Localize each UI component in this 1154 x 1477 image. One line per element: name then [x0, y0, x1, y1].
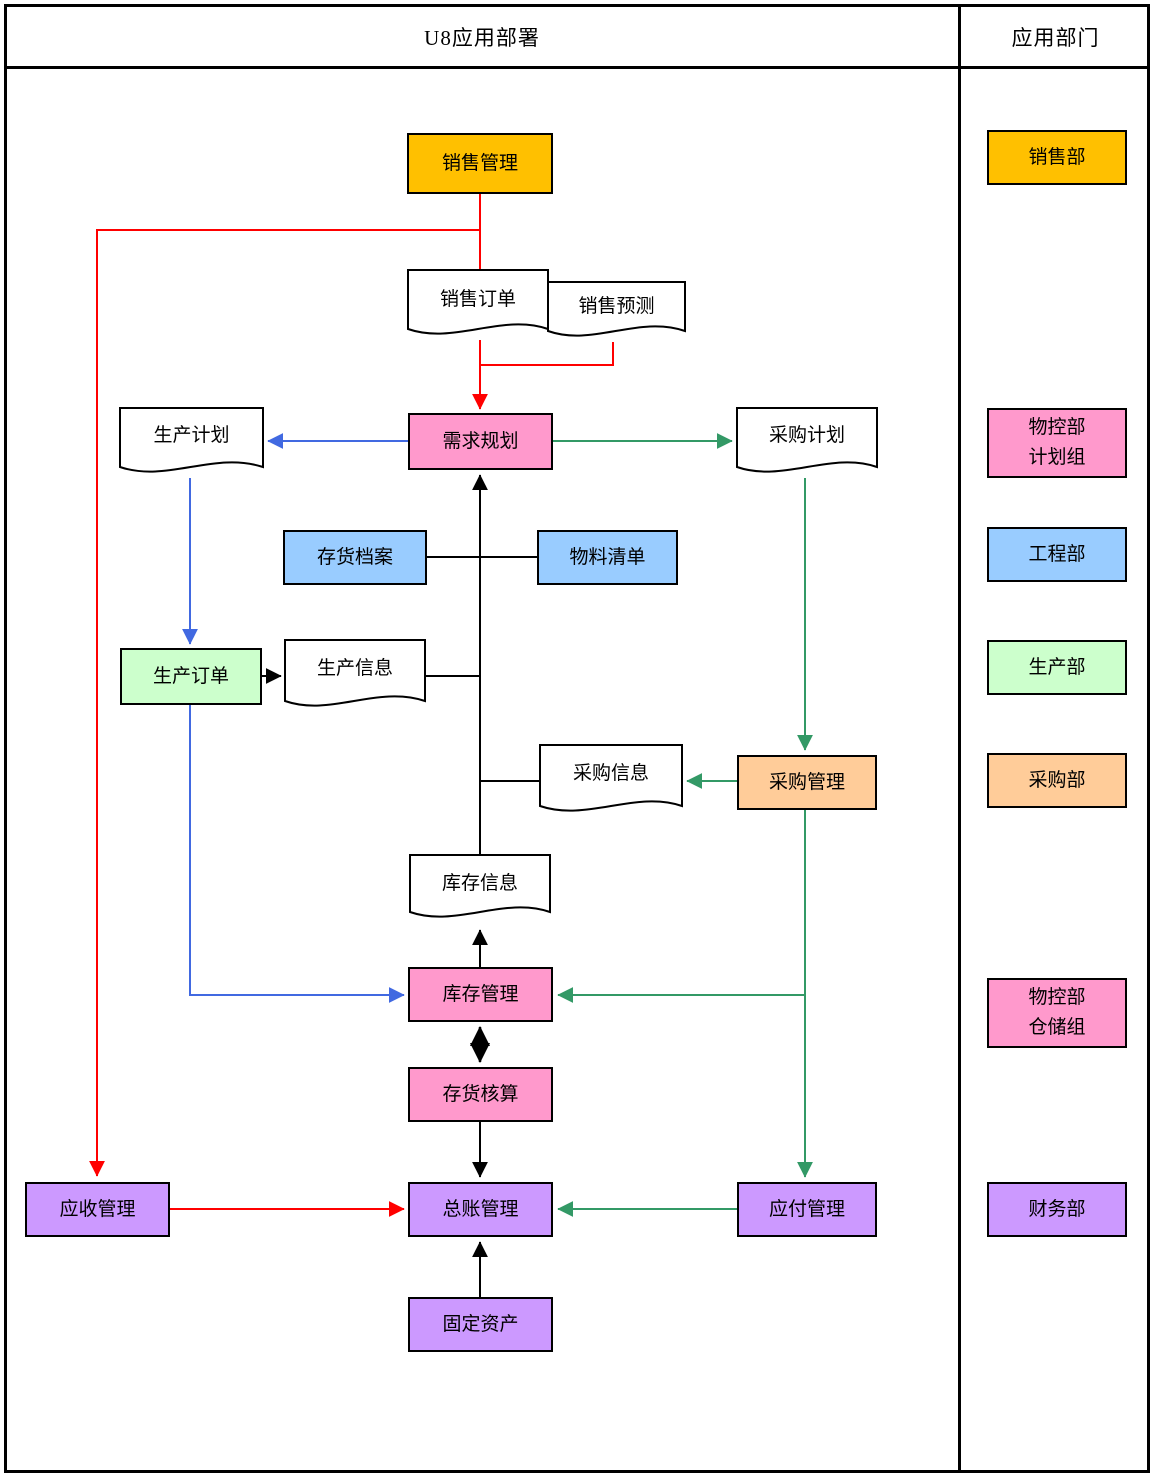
dept-production: 生产部 — [987, 640, 1127, 695]
node-payables-management: 应付管理 — [737, 1182, 877, 1237]
dept-material-control-warehouse: 物控部 仓储组 — [987, 978, 1127, 1048]
doc-purch-plan-shape — [736, 407, 878, 473]
node-production-order: 生产订单 — [120, 648, 262, 705]
header-divider — [4, 66, 1150, 69]
main-title: U8应用部署 — [424, 26, 540, 50]
dept-material-control-planning-label: 物控部 计划组 — [1028, 417, 1086, 468]
doc-sales-order-label: 销售订单 — [439, 289, 516, 310]
node-demand-planning-label: 需求规划 — [442, 430, 519, 452]
doc-sales-forecast-shape — [547, 281, 686, 337]
node-production-order-label: 生产订单 — [152, 665, 229, 687]
dept-sales: 销售部 — [987, 130, 1127, 185]
node-inventory-accounting: 存货核算 — [408, 1067, 553, 1122]
dept-finance-label: 财务部 — [1028, 1198, 1086, 1220]
doc-purch-info-shape — [539, 744, 683, 812]
dept-finance: 财务部 — [987, 1182, 1127, 1237]
column-divider — [958, 4, 961, 1473]
node-inventory-archive-label: 存货档案 — [316, 546, 393, 568]
doc-inv-info-shape — [409, 854, 551, 918]
node-sales-management-label: 销售管理 — [441, 152, 518, 174]
node-bill-of-materials: 物料清单 — [537, 530, 678, 585]
node-inventory-accounting-label: 存货核算 — [442, 1083, 519, 1105]
node-inventory-management-label: 库存管理 — [442, 983, 519, 1005]
dept-engineering: 工程部 — [987, 527, 1127, 582]
dept-sales-label: 销售部 — [1028, 146, 1086, 168]
node-fixed-assets: 固定资产 — [408, 1297, 553, 1352]
dept-material-control-warehouse-label: 物控部 仓储组 — [1028, 987, 1086, 1038]
connector-sales-to-receivables — [89, 229, 480, 1177]
dept-engineering-label: 工程部 — [1028, 543, 1086, 565]
connector-prod-order-to-inv-mgmt — [189, 705, 405, 1003]
node-general-ledger-label: 总账管理 — [442, 1198, 519, 1220]
doc-sales-forecast-label: 销售预测 — [578, 296, 655, 317]
node-inventory-archive: 存货档案 — [283, 530, 427, 585]
node-purchase-management: 采购管理 — [737, 755, 877, 810]
doc-prod-info-shape — [284, 639, 426, 707]
node-bill-of-materials-label: 物料清单 — [569, 546, 646, 568]
node-payables-management-label: 应付管理 — [768, 1198, 845, 1220]
outer-border — [4, 4, 1150, 1473]
dept-purchasing: 采购部 — [987, 753, 1127, 808]
node-demand-planning: 需求规划 — [408, 413, 553, 470]
node-receivables-management: 应收管理 — [25, 1182, 170, 1237]
dept-production-label: 生产部 — [1028, 656, 1086, 678]
doc-prod-plan-shape — [119, 407, 264, 473]
node-general-ledger: 总账管理 — [408, 1182, 553, 1237]
dept-material-control-planning: 物控部 计划组 — [987, 408, 1127, 478]
department-column-title: 应用部门 — [1011, 26, 1100, 50]
node-fixed-assets-label: 固定资产 — [442, 1313, 519, 1335]
doc-purch-info-label: 采购信息 — [572, 763, 649, 784]
dept-purchasing-label: 采购部 — [1028, 769, 1086, 791]
doc-prod-plan-label: 生产计划 — [153, 425, 230, 446]
node-receivables-management-label: 应收管理 — [59, 1198, 136, 1220]
connector-forecast-join — [481, 342, 614, 366]
doc-purch-plan-label: 采购计划 — [768, 425, 845, 446]
doc-inv-info-label: 库存信息 — [441, 873, 518, 894]
doc-prod-info-label: 生产信息 — [316, 658, 393, 679]
node-purchase-management-label: 采购管理 — [768, 771, 845, 793]
node-inventory-management: 库存管理 — [408, 967, 553, 1022]
node-sales-management: 销售管理 — [407, 133, 553, 194]
